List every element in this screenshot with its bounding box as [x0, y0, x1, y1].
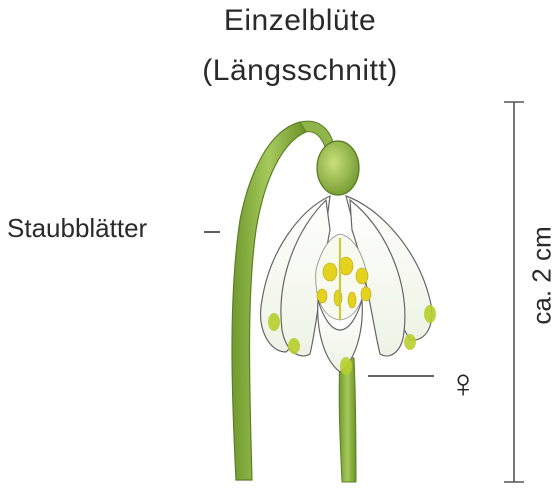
scale-label: ca. 2 cm: [527, 216, 558, 336]
stamens-label: Staubblätter: [7, 213, 147, 244]
female-symbol-label: ♀: [448, 362, 478, 407]
ovary: [317, 141, 359, 195]
scale-bar: [504, 102, 524, 482]
style-stem: [339, 358, 356, 482]
